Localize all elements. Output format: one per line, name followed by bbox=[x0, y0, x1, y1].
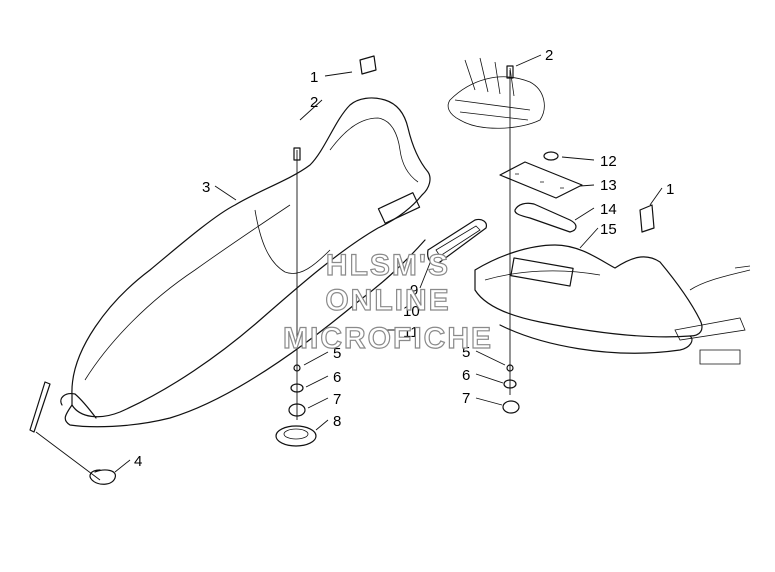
bolt-left bbox=[293, 147, 301, 161]
strap-part-9-inner bbox=[435, 225, 481, 257]
seat-front-chin bbox=[60, 393, 97, 419]
callout-9: 9 bbox=[410, 282, 418, 299]
watermark-line-2: ONLINE bbox=[325, 284, 450, 317]
bracket-part-13-holes bbox=[515, 173, 564, 189]
grommet-part-7-left bbox=[288, 403, 306, 417]
nut-part-5-right bbox=[506, 364, 514, 372]
washer-part-6-left bbox=[290, 383, 304, 393]
seat-contour bbox=[84, 204, 291, 381]
washer-part-6-right bbox=[503, 379, 517, 389]
tab-part-1-right bbox=[639, 204, 655, 233]
callout-3: 3 bbox=[202, 179, 210, 196]
callout-11: 11 bbox=[403, 324, 419, 341]
upper-tread-plate bbox=[447, 57, 545, 129]
seat-skirt bbox=[64, 239, 426, 428]
tab-part-1-left bbox=[359, 55, 377, 75]
callout-2-right: 2 bbox=[545, 47, 553, 64]
callout-7-right: 7 bbox=[462, 390, 470, 407]
grommet-part-7-right bbox=[502, 400, 520, 414]
callout-7-left: 7 bbox=[333, 391, 341, 408]
callout-5-right: 5 bbox=[462, 344, 470, 361]
callout-10: 10 bbox=[403, 303, 420, 320]
nut-part-5-left bbox=[293, 364, 301, 372]
base-tray-part-15 bbox=[474, 244, 703, 354]
callout-5-left: 5 bbox=[333, 345, 341, 362]
callout-1-left: 1 bbox=[310, 69, 318, 86]
seat-tail-opening bbox=[377, 192, 421, 224]
seat-backrest-pocket bbox=[254, 209, 331, 274]
callout-6-right: 6 bbox=[462, 367, 470, 384]
watermark-line-1: HLSM'S bbox=[326, 249, 450, 282]
cover-part-8 bbox=[275, 425, 317, 447]
callout-4: 4 bbox=[134, 453, 142, 470]
step-plate-sketch bbox=[674, 265, 751, 365]
seat-body bbox=[71, 97, 431, 418]
watermark: HLSM'S ONLINE MICROFICHE bbox=[282, 248, 493, 355]
cover-part-8-inner bbox=[283, 428, 309, 440]
callout-1-right: 1 bbox=[666, 181, 674, 198]
callout-12: 12 bbox=[600, 153, 617, 170]
bracket-part-13 bbox=[499, 161, 583, 199]
callout-labels: 1 2 3 4 5 6 7 8 9 10 11 2 12 13 14 15 1 … bbox=[134, 47, 674, 470]
callout-8: 8 bbox=[333, 413, 341, 430]
callout-15: 15 bbox=[600, 221, 617, 238]
watermark-line-3: MICROFICHE bbox=[283, 322, 493, 355]
callout-14: 14 bbox=[600, 201, 617, 218]
seat-back-contour bbox=[329, 117, 419, 183]
strap-part-9 bbox=[427, 218, 487, 265]
seat-assembly-left bbox=[60, 97, 431, 428]
callout-13: 13 bbox=[600, 177, 617, 194]
callout-2-left: 2 bbox=[310, 94, 318, 111]
bolt-right bbox=[506, 65, 514, 79]
leader-lines bbox=[114, 54, 663, 473]
callout-6-left: 6 bbox=[333, 369, 341, 386]
cap-part-12 bbox=[543, 151, 559, 161]
retainer-part-4 bbox=[29, 381, 117, 485]
gasket-part-14 bbox=[514, 202, 577, 233]
